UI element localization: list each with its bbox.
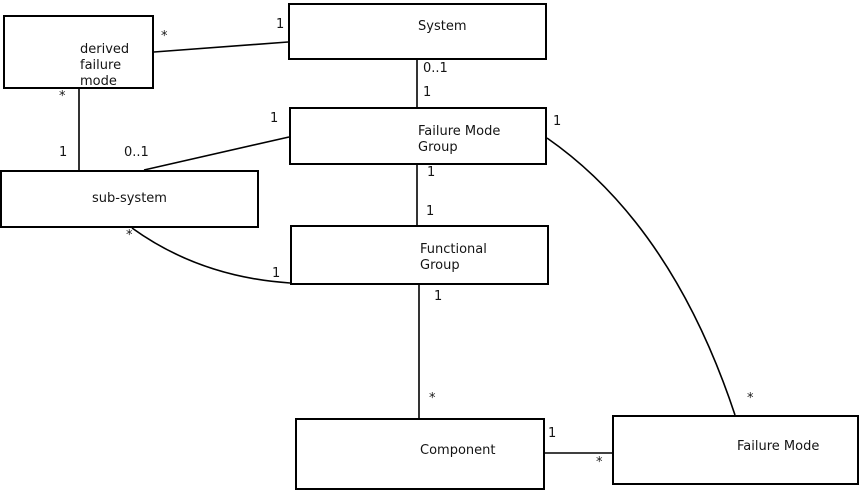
node-label: Failure Mode [737,439,820,454]
node-label: System [418,19,467,34]
node-label: derived failure mode [80,42,130,89]
node-failure-mode-group: Failure Mode Group [289,107,547,165]
multiplicity-label: 1 [276,17,285,32]
multiplicity-label: 0..1 [423,61,448,76]
multiplicity-label: 1 [270,111,279,126]
node-failure-mode: Failure Mode [612,415,859,485]
node-functional-group: Functional Group [290,225,549,285]
multiplicity-label: * [429,391,436,406]
edge-failure-mode-group-sub-system [143,136,290,171]
node-label: Functional Group [420,242,487,273]
multiplicity-label: 1 [59,145,68,160]
edge-failure-mode-group-failure-mode [546,137,736,416]
multiplicity-label: * [596,455,603,470]
node-label: Failure Mode Group [418,124,501,155]
multiplicity-label: 0..1 [124,145,149,160]
multiplicity-label: 1 [426,204,435,219]
node-system: System [288,3,547,60]
multiplicity-label: 1 [423,85,432,100]
multiplicity-label: 1 [427,165,436,180]
node-derived-failure-mode: derived failure mode [3,15,154,89]
multiplicity-label: 1 [548,426,557,441]
edge-system-derived-failure-mode [153,41,289,53]
edge-sub-system-functional-group [131,227,291,284]
node-label: Component [420,443,496,458]
multiplicity-label: * [126,228,133,243]
node-component: Component [295,418,545,490]
multiplicity-label: 1 [553,114,562,129]
node-sub-system: sub-system [0,170,259,228]
multiplicity-label: * [747,391,754,406]
multiplicity-label: * [59,89,66,104]
node-label: sub-system [92,191,167,206]
multiplicity-label: * [161,29,168,44]
multiplicity-label: 1 [272,266,281,281]
multiplicity-label: 1 [434,289,443,304]
